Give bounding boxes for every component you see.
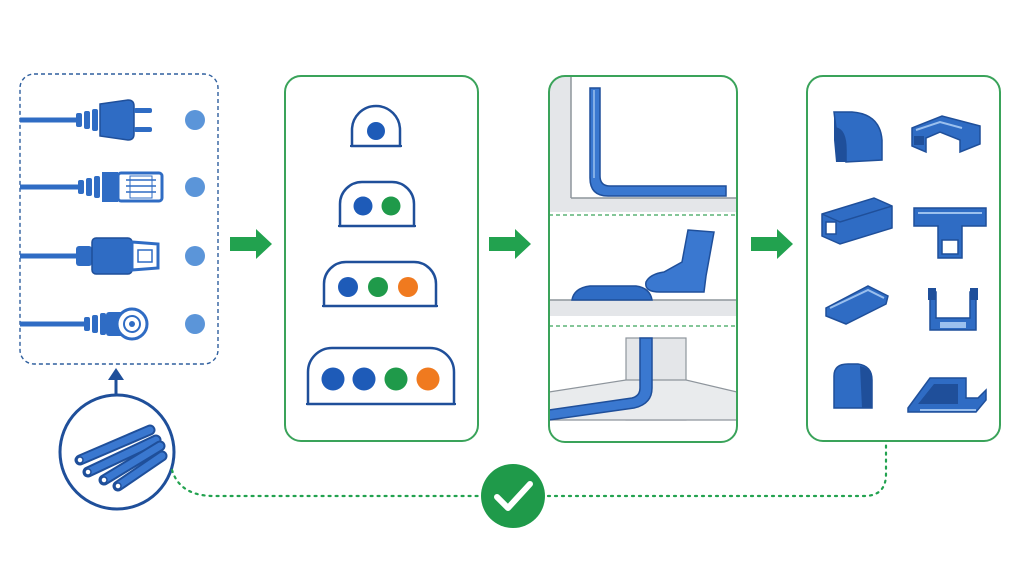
raceway-size-1 [350, 104, 402, 148]
tee-fitting-icon [913, 207, 987, 259]
hdmi-plug-icon [20, 237, 160, 275]
wall-corner-raceway-icon [549, 76, 737, 212]
raceway-size-3 [322, 260, 438, 308]
raceway-sizes-panel [284, 75, 479, 442]
straight-coupler-icon [821, 197, 893, 245]
raceway-size-4 [306, 346, 456, 406]
end-cap-icon [833, 363, 873, 409]
completion-path [170, 440, 888, 498]
raceway-size-2 [338, 180, 416, 228]
ethernet-plug-icon [20, 171, 164, 203]
arrow-icon [751, 229, 793, 259]
floor-cord-cover-icon [549, 229, 737, 316]
wall-to-floor-raceway-icon [549, 337, 737, 421]
port-dot [185, 177, 205, 197]
channel-profile-icon [928, 288, 978, 331]
dc-barrel-plug-icon [20, 307, 149, 341]
base-elbow-icon [907, 377, 987, 413]
outside-corner-icon [833, 111, 883, 163]
arrow-icon [230, 229, 272, 259]
cable-bundle-icon [58, 393, 176, 511]
mounting-scenarios-panel [548, 75, 738, 443]
raceway-fittings-panel [806, 75, 1001, 442]
port-dot [185, 314, 205, 334]
arrow-icon [489, 229, 531, 259]
up-arrow [108, 368, 124, 394]
cable-types-panel [19, 73, 219, 365]
flat-elbow-icon [911, 115, 981, 154]
port-dot [185, 110, 205, 130]
power-plug-icon [20, 99, 152, 141]
clip-icon [825, 285, 889, 325]
checkmark-icon [481, 464, 545, 528]
port-dot [185, 246, 205, 266]
